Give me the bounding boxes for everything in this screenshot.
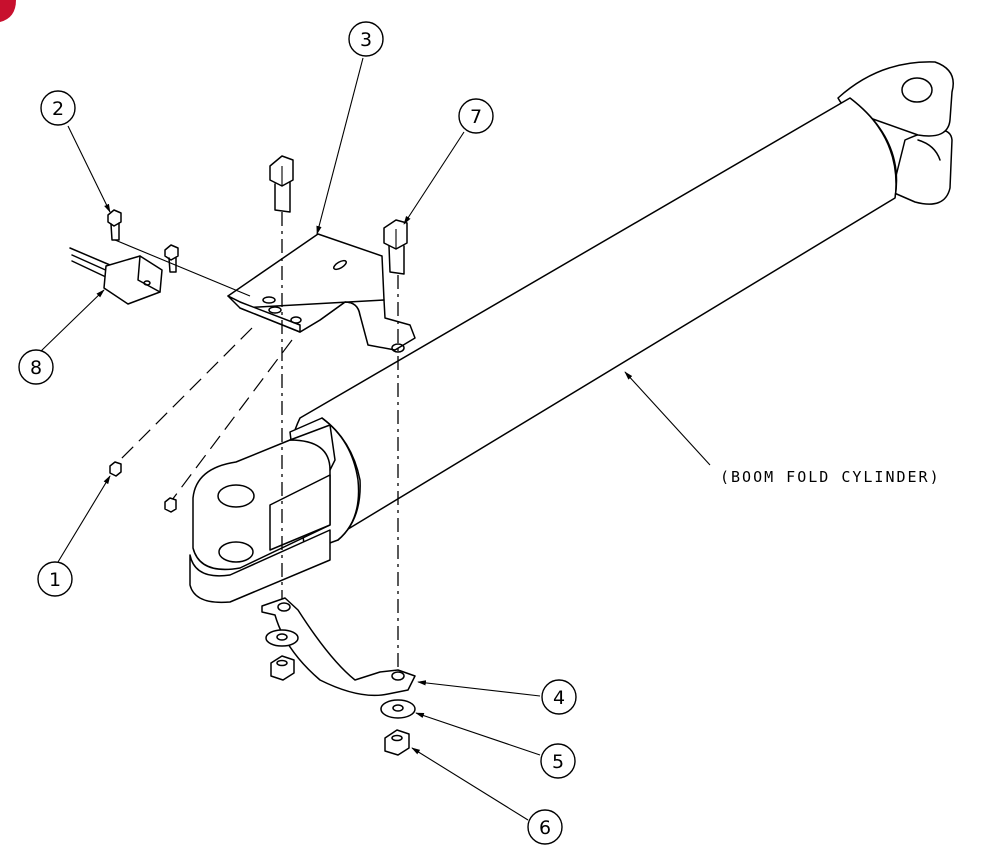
svg-text:7: 7 [470, 106, 482, 128]
rod-end-clevis [837, 61, 954, 205]
svg-text:2: 2 [52, 98, 64, 120]
callout-2: 2 [40, 90, 76, 126]
bolt-left [269, 155, 294, 213]
callout-4: 4 [541, 679, 577, 715]
callout-5: 5 [540, 743, 576, 779]
svg-text:3: 3 [360, 29, 372, 51]
washer-left [265, 629, 299, 647]
lock-nut-small [164, 497, 177, 513]
screw-item-2 [107, 209, 122, 241]
callout-7: 7 [458, 98, 494, 134]
u-clamp-item-4 [261, 597, 416, 697]
hex-nut-item-6 [384, 729, 410, 756]
callout-6: 6 [527, 809, 563, 845]
caption-boom-fold-cylinder: (BOOM FOLD CYLINDER) [720, 468, 941, 486]
lock-nut-item-1 [109, 461, 122, 477]
hex-nut-left [270, 655, 295, 681]
callout-3: 3 [348, 21, 384, 57]
svg-text:8: 8 [30, 357, 42, 379]
svg-text:5: 5 [552, 751, 564, 773]
screw-small [164, 244, 179, 273]
mounting-bracket [227, 233, 416, 353]
washer-item-5 [380, 699, 416, 719]
svg-text:1: 1 [49, 569, 61, 591]
boom-fold-cylinder [189, 61, 954, 604]
callout-1: 1 [37, 561, 73, 597]
svg-text:6: 6 [539, 817, 551, 839]
base-clevis [189, 424, 336, 604]
svg-text:4: 4 [553, 687, 565, 709]
corner-badge-icon [0, 0, 16, 22]
callout-8: 8 [18, 349, 54, 385]
bolt-item-7 [383, 219, 408, 275]
proximity-switch [69, 247, 163, 305]
